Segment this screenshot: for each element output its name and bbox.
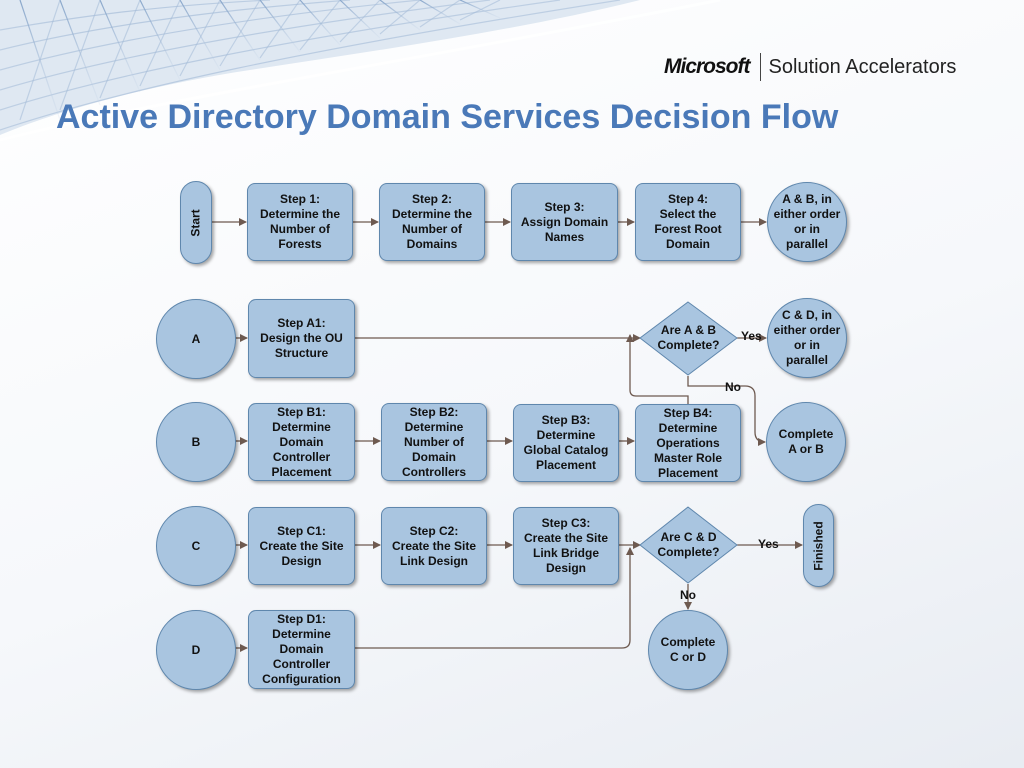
b-node: B	[156, 402, 236, 482]
finished-node: Finished	[803, 504, 834, 587]
a-node: A	[156, 299, 236, 379]
complete-cd-node: Complete C or D	[648, 610, 728, 690]
stepB4-node: Step B4: Determine Operations Master Rol…	[635, 404, 741, 482]
step1-node: Step 1: Determine the Number of Forests	[247, 183, 353, 261]
microsoft-logo: Microsoft	[664, 55, 750, 78]
ab-no-label: No	[725, 380, 741, 394]
step3-node: Step 3: Assign Domain Names	[511, 183, 618, 261]
stepA1-node: Step A1: Design the OU Structure	[248, 299, 355, 378]
ab-yes-label: Yes	[741, 329, 762, 343]
step2-node: Step 2: Determine the Number of Domains	[379, 183, 485, 261]
stepB3-node: Step B3: Determine Global Catalog Placem…	[513, 404, 619, 482]
start-node: Start	[180, 181, 212, 264]
edge-stepB4-to-decision	[626, 334, 689, 404]
brand-divider	[759, 53, 761, 81]
c-node: C	[156, 506, 236, 586]
stepB1-node: Step B1: Determine Domain Controller Pla…	[248, 403, 355, 481]
decision-cd: Are C & D Complete?	[657, 530, 720, 559]
d-node: D	[156, 610, 236, 690]
edge-decision-ab-no	[687, 376, 766, 446]
complete-ab-node: Complete A or B	[766, 402, 846, 482]
stepD1-node: Step D1: Determine Domain Controller Con…	[248, 610, 355, 689]
stepC3-node: Step C3: Create the Site Link Bridge Des…	[513, 507, 619, 585]
ab-parallel-node: A & B, in either order or in parallel	[767, 182, 847, 262]
stepC2-node: Step C2: Create the Site Link Design	[381, 507, 487, 585]
page-title: Active Directory Domain Services Decisio…	[56, 98, 839, 136]
step4-node: Step 4: Select the Forest Root Domain	[635, 183, 741, 261]
brand-name: Solution Accelerators	[768, 55, 957, 78]
decision-cd-shape	[639, 506, 738, 584]
cd-parallel-node: C & D, in either order or in parallel	[767, 298, 847, 378]
start-label: Start	[189, 208, 203, 237]
stepC1-node: Step C1: Create the Site Design	[248, 507, 355, 585]
cd-yes-label: Yes	[758, 537, 779, 551]
stepB2-node: Step B2: Determine Number of Domain Cont…	[381, 403, 487, 481]
decision-ab: Are A & B Complete?	[657, 323, 720, 352]
cd-no-label: No	[680, 588, 696, 602]
edge-stepD1-decision	[355, 547, 634, 649]
finished-label: Finished	[811, 520, 826, 571]
decision-ab-shape	[639, 301, 738, 376]
brand-logo: Microsoft Solution Accelerators	[664, 52, 956, 82]
